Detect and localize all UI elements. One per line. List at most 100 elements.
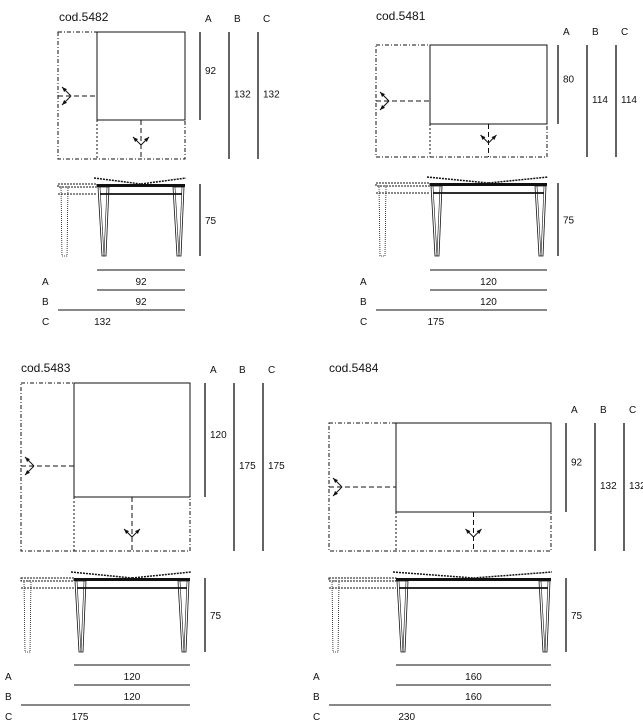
table-top [430,183,547,186]
arrow-head-icon [144,137,149,142]
plan-dim-b: 175 [239,461,256,472]
table-leg [97,186,110,257]
arrow-head-icon [476,529,482,534]
plan-dim-c: 132 [629,481,643,492]
line [99,186,105,257]
line [174,186,180,257]
length-dim-c: 175 [428,317,445,328]
leaf-folded [131,571,192,579]
plan-view [375,44,548,158]
line [436,185,441,257]
arrow-head-icon [25,457,30,462]
table-leg [172,186,185,257]
table-top-outline [429,44,548,125]
length-dim-c: 230 [398,712,415,723]
length-dim-b: 120 [480,297,497,308]
dim-label-b: B [239,365,246,376]
extension-leg [23,580,32,653]
table-top [396,578,551,581]
side-view [375,176,549,257]
table-top [74,578,190,581]
table-leg [430,185,443,257]
arrow-head-icon [465,529,471,534]
line [536,185,542,257]
height-dim: 75 [210,611,222,622]
arrow-head-icon [380,92,385,97]
table-leg [74,580,87,653]
line [432,185,438,257]
dim-label-c: C [629,405,636,416]
leaf-folded [140,177,187,185]
arrow-head-icon [333,478,338,483]
extension-leaf [57,183,98,188]
plan-dim-c: 175 [268,461,285,472]
plan-dim-c: 114 [621,95,637,106]
length-label-b: B [360,297,367,308]
plan-dim-b: 114 [592,95,608,106]
line [398,580,404,653]
line [76,580,82,653]
length-label-a: A [5,672,12,683]
height-dim: 75 [205,216,217,227]
dim-label-a: A [210,365,217,376]
line [183,580,188,653]
length-dim-a: 160 [465,672,482,683]
length-dim-a: 120 [480,277,497,288]
line [540,580,546,653]
length-label-b: B [313,692,320,703]
length-label-c: C [42,317,49,328]
line [80,580,85,653]
length-label-c: C [360,317,367,328]
length-label-a: A [313,672,320,683]
line [179,580,185,653]
line [540,185,545,257]
arrow-head-icon [62,87,67,92]
table-leg [396,580,409,653]
arrow-head-icon [133,137,138,142]
arrow-head-icon [380,105,385,110]
length-label-a: A [360,277,367,288]
product-code: cod.5483 [21,361,71,375]
extension-leaf [375,182,431,187]
dim-label-b: B [592,27,599,38]
side-view [328,571,553,653]
extension-leg [60,186,69,257]
line [544,580,549,653]
line [178,186,183,257]
leaf-folded [426,176,489,184]
table-top [97,184,185,187]
height-dim: 75 [571,611,583,622]
leaf-folded [392,571,474,579]
height-dim: 75 [563,216,575,227]
plan-view [57,31,186,160]
length-dim-c: 132 [94,317,111,328]
product-code: cod.5481 [376,9,426,23]
product-code: cod.5482 [59,10,109,24]
length-dim-b: 92 [135,297,147,308]
dim-label-a: A [563,27,570,38]
plan-dim-a: 92 [571,458,583,469]
length-dim-b: 160 [465,692,482,703]
dim-label-a: A [205,14,212,25]
product-code: cod.5484 [329,361,379,375]
table-leg [534,185,547,257]
arrow-head-icon [491,135,497,140]
dim-label-b: B [234,14,241,25]
leaf-folded [488,176,549,184]
plan-view [20,382,191,552]
extension-leaf [328,577,397,582]
line [103,186,108,257]
table-top-outline [73,382,191,498]
leaf-folded [70,571,133,579]
table-leg [177,580,190,653]
plan-dim-a: 92 [205,66,217,77]
plan-dim-c: 132 [263,90,280,101]
arrow-head-icon [62,100,67,105]
length-label-b: B [42,297,49,308]
arrow-head-icon [333,491,338,496]
